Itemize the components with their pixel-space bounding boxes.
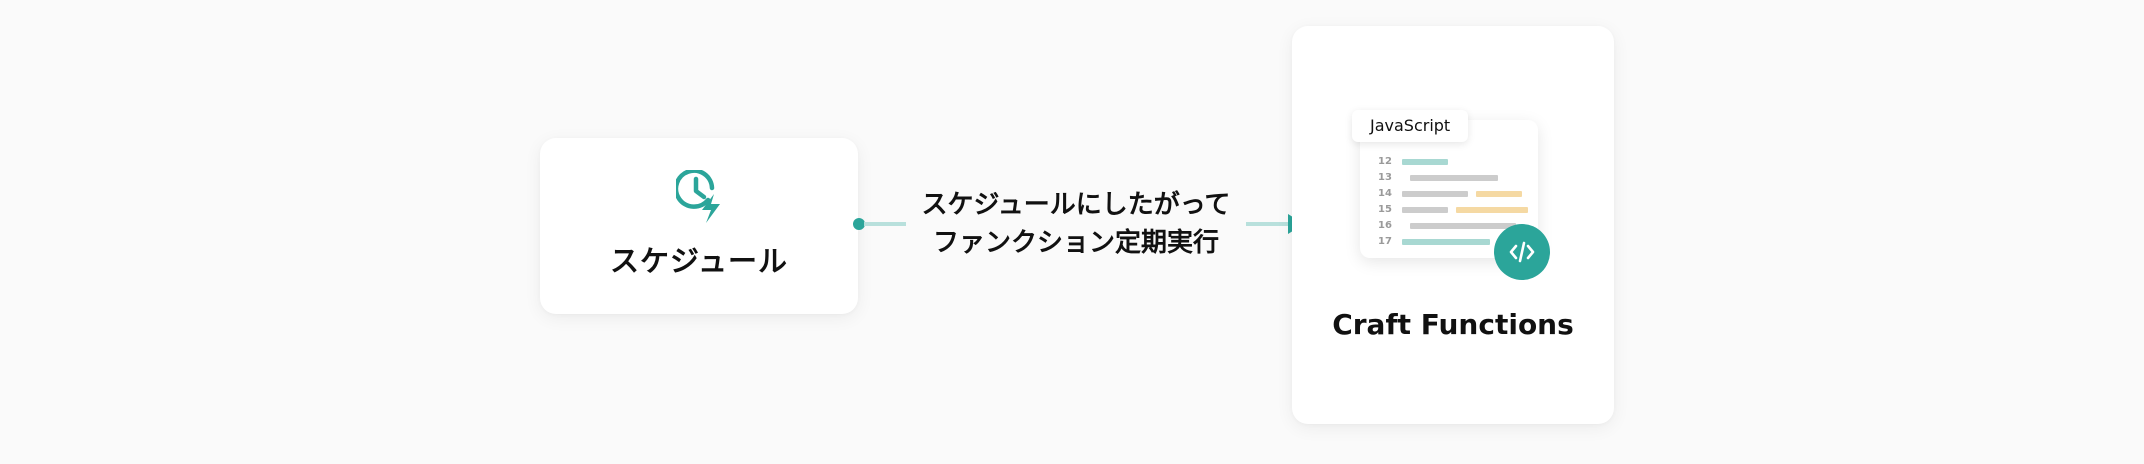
code-icon <box>1509 241 1535 263</box>
line-number: 13 <box>1378 172 1392 183</box>
code-lines: 12 13 14 15 16 17 <box>1378 154 1528 250</box>
connector-line <box>864 222 906 226</box>
code-line: 12 <box>1378 154 1528 170</box>
schedule-card: スケジュール <box>540 138 858 314</box>
code-line: 15 <box>1378 202 1528 218</box>
code-line: 16 <box>1378 218 1528 234</box>
code-line: 17 <box>1378 234 1528 250</box>
craft-functions-label: Craft Functions <box>1332 308 1574 341</box>
code-token <box>1476 191 1522 197</box>
language-tab: JavaScript <box>1352 110 1469 142</box>
code-token <box>1402 207 1448 213</box>
craft-functions-card: JavaScript 12 13 14 15 16 <box>1292 26 1614 424</box>
code-token <box>1456 207 1528 213</box>
line-number: 12 <box>1378 156 1392 167</box>
code-token <box>1402 191 1468 197</box>
connector-caption-line-1: スケジュールにしたがって <box>921 190 1231 220</box>
code-token <box>1410 223 1516 229</box>
connector-start-dot <box>853 218 865 230</box>
line-number: 16 <box>1378 220 1392 231</box>
line-number: 17 <box>1378 236 1392 247</box>
code-token <box>1410 175 1498 181</box>
connector-caption-line-2: ファンクション定期実行 <box>932 228 1219 258</box>
line-number: 14 <box>1378 188 1392 199</box>
code-line: 13 <box>1378 170 1528 186</box>
code-badge <box>1494 224 1550 280</box>
line-number: 15 <box>1378 204 1392 215</box>
code-token <box>1402 159 1448 165</box>
code-token <box>1402 239 1490 245</box>
clock-lightning-icon <box>673 168 726 224</box>
connector-caption: スケジュールにしたがって ファンクション定期実行 <box>906 186 1246 262</box>
schedule-label: スケジュール <box>610 244 788 278</box>
code-line: 14 <box>1378 186 1528 202</box>
connector-line <box>1246 222 1290 226</box>
